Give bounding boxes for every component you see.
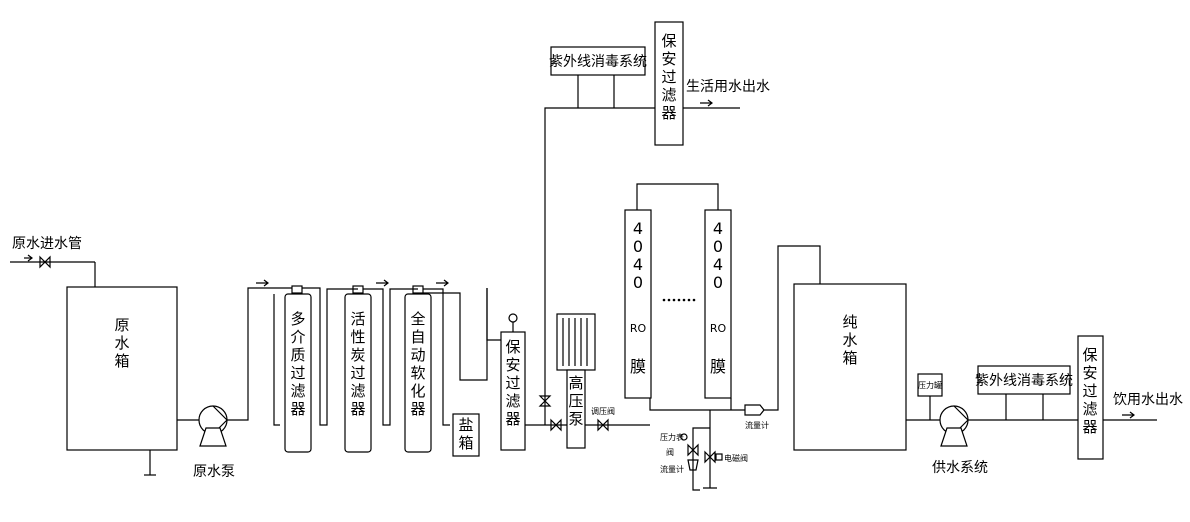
uv-system-drinking-label: 紫外线消毒系统 (975, 373, 1073, 389)
pure-water-tank (793, 283, 907, 451)
security-filter-domestic (654, 21, 684, 146)
multi-media-filter: 多介质过滤器 (284, 285, 312, 453)
raw-water-tank-label: 原水箱 (114, 316, 129, 370)
uv-system-domestic (550, 46, 646, 76)
high-pressure-pump-label: 高压泵 (568, 374, 583, 428)
pressure-regulating-valve-icon (597, 418, 609, 432)
drain-valve-icon (687, 443, 699, 457)
salt-box-label: 盐箱 (458, 416, 473, 452)
uv-system-drinking (977, 365, 1071, 395)
carbon-filter: 活性炭过滤器 (344, 285, 372, 453)
raw-pump-icon (198, 405, 228, 447)
pressure-gauge-icon (508, 313, 518, 323)
pump-inlet-valve-icon (550, 418, 562, 432)
multi-media-filter-label: 多介质过滤器 (290, 310, 305, 418)
drain-valve-label: 阀 (666, 448, 674, 457)
high-pressure-pump: 高压泵 (556, 313, 596, 449)
inlet-valve-icon (39, 255, 51, 269)
raw-water-tank (66, 286, 178, 451)
security-filter-drinking (1077, 335, 1104, 460)
drinking-outlet-label: 饮用水出水 (1113, 392, 1183, 408)
drain-pressure-gauge-label: 压力表 (660, 432, 684, 442)
supply-system-label: 供水系统 (932, 460, 988, 476)
softener: 全自动软化器 (404, 285, 432, 453)
drain-flowmeter-label: 流量计 (660, 464, 684, 474)
security-filter-1: 保安过滤器 (500, 313, 526, 451)
bypass-valve-icon (538, 395, 552, 407)
pressure-tank-label: 压力罐 (918, 380, 942, 390)
drain-flowmeter-icon (687, 459, 699, 471)
softener-label: 全自动软化器 (410, 310, 425, 418)
membrane-continuation-dots (662, 298, 696, 302)
raw-pump-label: 原水泵 (193, 464, 235, 480)
carbon-filter-label: 活性炭过滤器 (350, 310, 365, 418)
raw-inlet-pipe (10, 254, 96, 287)
pure-water-tank-label: 纯水箱 (842, 313, 857, 367)
security-filter-drinking-label: 保安过滤器 (1082, 346, 1097, 436)
pressure-regulating-valve-label: 调压阀 (591, 407, 615, 416)
solenoid-valve-label: 电磁阀 (724, 453, 748, 463)
security-filter-1-label: 保安过滤器 (505, 338, 520, 428)
solenoid-valve-icon (704, 450, 716, 464)
domestic-outlet-label: 生活用水出水 (686, 79, 770, 95)
raw-tank-drain (144, 450, 156, 476)
security-filter-domestic-label: 保安过滤器 (661, 32, 676, 122)
salt-box (452, 413, 480, 457)
product-flowmeter-icon (744, 404, 765, 416)
supply-pump-icon (939, 405, 969, 447)
drain-pressure-gauge-icon (680, 433, 688, 441)
raw-inlet-pipe-label: 原水进水管 (12, 236, 82, 252)
uv-system-domestic-label: 紫外线消毒系统 (549, 54, 647, 70)
product-flowmeter-label: 流量计 (745, 420, 769, 430)
